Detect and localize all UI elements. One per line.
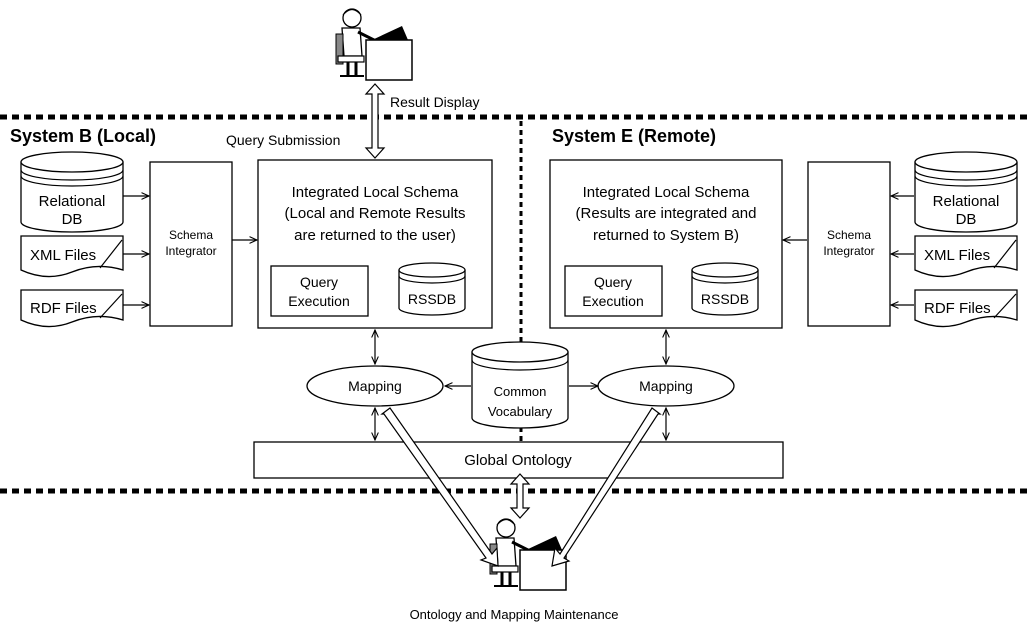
svg-text:RDF Files: RDF Files <box>924 300 991 317</box>
svg-text:Schema: Schema <box>827 228 871 242</box>
rssdb-e: RSSDB <box>691 262 759 316</box>
svg-text:Schema: Schema <box>169 228 213 242</box>
svg-text:(Results are integrated and: (Results are integrated and <box>576 205 757 222</box>
svg-text:Query: Query <box>594 274 632 290</box>
svg-text:XML Files: XML Files <box>924 247 990 264</box>
svg-text:DB: DB <box>956 211 977 228</box>
rdf-files-b: RDF Files <box>20 289 124 328</box>
svg-text:Vocabulary: Vocabulary <box>488 404 553 419</box>
svg-text:Execution: Execution <box>288 293 349 309</box>
svg-text:Integrator: Integrator <box>823 244 874 258</box>
svg-text:Mapping: Mapping <box>639 378 693 394</box>
svg-text:Global Ontology: Global Ontology <box>464 452 572 469</box>
relational-db-e: Relational DB <box>914 151 1018 233</box>
svg-text:Execution: Execution <box>582 293 643 309</box>
schema-integrator-e: Schema Integrator <box>807 161 891 327</box>
maintenance-label: Ontology and Mapping Maintenance <box>410 607 619 622</box>
svg-text:Integrated Local Schema: Integrated Local Schema <box>583 184 750 201</box>
ontology-maintenance-arrow <box>509 473 531 519</box>
result-display-label: Result Display <box>390 94 479 110</box>
svg-text:Relational: Relational <box>39 193 106 210</box>
svg-text:are returned to the user): are returned to the user) <box>294 227 456 244</box>
svg-text:DB: DB <box>62 211 83 228</box>
svg-text:Integrator: Integrator <box>165 244 216 258</box>
mapping-e: Mapping <box>597 365 735 407</box>
query-submission-label: Query Submission <box>226 132 340 148</box>
svg-text:RSSDB: RSSDB <box>408 291 456 307</box>
common-vocabulary-db: Common Vocabulary <box>471 341 569 429</box>
maintenance-arrow-left <box>380 407 499 567</box>
svg-text:Integrated Local Schema: Integrated Local Schema <box>292 184 459 201</box>
query-execution-b: Query Execution <box>270 265 369 317</box>
result-display-arrow <box>364 83 386 159</box>
svg-text:Relational: Relational <box>933 193 1000 210</box>
global-ontology: Global Ontology <box>253 441 784 479</box>
relational-db-b: Relational DB <box>20 151 124 233</box>
xml-files-e: XML Files <box>914 235 1018 278</box>
svg-text:returned to System B): returned to System B) <box>593 227 739 244</box>
schema-integrator-b: Schema Integrator <box>149 161 233 327</box>
svg-text:RDF Files: RDF Files <box>30 300 97 317</box>
svg-text:(Local and Remote Results: (Local and Remote Results <box>285 205 466 222</box>
svg-text:Query: Query <box>300 274 338 290</box>
svg-text:RSSDB: RSSDB <box>701 291 749 307</box>
user-icon-top <box>334 7 414 82</box>
rssdb-b: RSSDB <box>398 262 466 316</box>
system-e-title: System E (Remote) <box>552 126 716 146</box>
query-execution-e: Query Execution <box>564 265 663 317</box>
svg-text:XML Files: XML Files <box>30 247 96 264</box>
maintenance-arrow-right <box>551 407 662 567</box>
mapping-b: Mapping <box>306 365 444 407</box>
xml-files-b: XML Files <box>20 235 124 278</box>
system-b-title: System B (Local) <box>10 126 156 146</box>
rdf-files-e: RDF Files <box>914 289 1018 328</box>
svg-text:Mapping: Mapping <box>348 378 402 394</box>
svg-text:Common: Common <box>494 384 547 399</box>
